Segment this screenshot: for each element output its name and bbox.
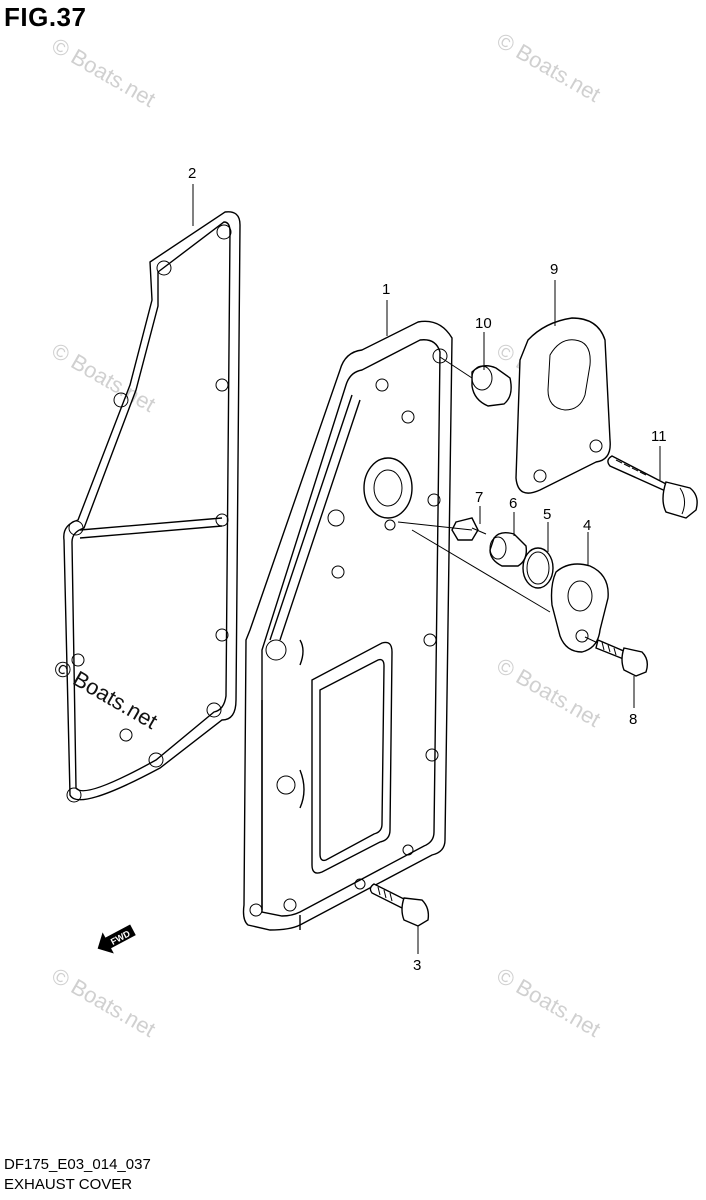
gasket-part-2: [63, 211, 241, 803]
watermark: © Boats.net: [48, 33, 160, 112]
watermark: © Boats.net: [48, 338, 160, 417]
part-number-8: 8: [629, 711, 637, 728]
part-number-5: 5: [543, 506, 551, 523]
part-numbers: 2 1 10 9 11 7 6 5 4 8 3: [188, 165, 667, 974]
exhaust-cover-part-1: [242, 320, 453, 931]
plate-part-4: [550, 563, 609, 653]
leader-lines: [192, 184, 661, 954]
watermark: © Boats.net: [493, 653, 605, 732]
part-number-3: 3: [413, 957, 421, 974]
nut-part-7: [397, 517, 551, 613]
figure-code: DF175_E03_014_037: [4, 1156, 151, 1173]
part-number-6: 6: [509, 495, 517, 512]
figure-title: FIG.37: [4, 2, 87, 32]
part-number-7: 7: [475, 489, 483, 506]
part-number-1: 1: [382, 281, 390, 298]
watermark: © Boats.net: [493, 963, 605, 1042]
figure-caption: EXHAUST COVER: [4, 1176, 133, 1193]
bolt-part-8: [584, 636, 649, 677]
watermark-dark: © Boats.net: [50, 655, 162, 734]
part-number-4: 4: [583, 517, 591, 534]
part-number-11: 11: [651, 428, 667, 445]
o-ring-part-5: [522, 547, 554, 589]
fwd-arrow-icon: FWD: [97, 924, 136, 954]
part-number-9: 9: [550, 261, 558, 278]
bracket-plate-part-9: [515, 317, 611, 494]
bolt-part-3: [369, 883, 430, 927]
spacer-part-6: [489, 531, 528, 567]
part-number-2: 2: [188, 165, 196, 182]
grommet-part-10: [439, 356, 512, 407]
long-bolt-part-11: [607, 455, 698, 519]
part-number-10: 10: [475, 315, 492, 332]
watermark: © Boats.net: [48, 963, 160, 1042]
watermark: © Boats.net: [493, 28, 605, 107]
